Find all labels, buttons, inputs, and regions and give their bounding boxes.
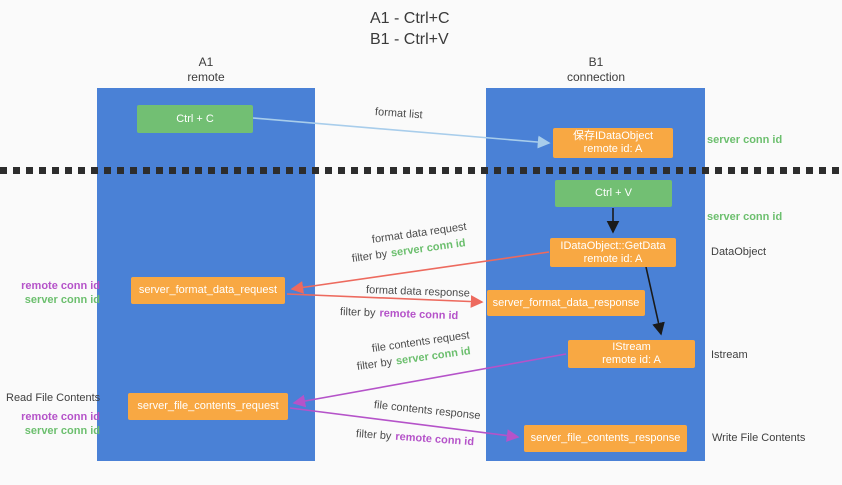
label-read-file-contents: Read File Contents — [6, 392, 101, 404]
arrow-file-contents-request — [292, 353, 567, 408]
node-getdata-line1: IDataObject::GetData — [560, 239, 666, 252]
column-b1-id: B1 — [588, 55, 604, 69]
title-line-b1: B1 - Ctrl+V — [370, 31, 449, 48]
label-server-conn-id-left2: server conn id — [24, 425, 100, 437]
node-ctrl-v-label: Ctrl + V — [595, 187, 632, 199]
node-format-response-label: server_format_data_response — [492, 296, 640, 309]
column-b1-name: connection — [566, 70, 626, 84]
arrow-file-contents-response — [289, 407, 520, 442]
node-format-request-label: server_format_data_request — [138, 284, 278, 296]
arrow-format-list — [252, 117, 551, 149]
node-getdata-line2: remote id: A — [583, 252, 643, 265]
node-istream-line1: IStream — [612, 341, 651, 353]
node-save-idataobject-line1: 保存IDataObject — [572, 130, 654, 142]
title-line-a1: A1 - Ctrl+C — [370, 10, 450, 27]
column-a1-name: remote — [187, 70, 225, 84]
filter-by-text: filter by — [339, 306, 376, 320]
node-ctrl-c: Ctrl + C — [137, 105, 253, 133]
node-server-file-contents-response: server_file_contents_response — [524, 425, 687, 452]
node-istream-line2: remote id: A — [602, 354, 661, 366]
diagram-title: A1 - Ctrl+C B1 - Ctrl+V — [370, 8, 450, 50]
label-remote-conn-id-left1: remote conn id — [21, 280, 100, 292]
label-server-conn-id-left1: server conn id — [24, 294, 100, 306]
node-istream: IStream remote id: A — [568, 340, 695, 368]
label-write-file-contents: Write File Contents — [712, 432, 806, 444]
section-divider — [0, 167, 842, 174]
arrow-format-data-response — [286, 293, 484, 308]
column-a1-id: A1 — [198, 55, 214, 69]
node-server-format-data-request: server_format_data_request — [131, 277, 285, 304]
conn-id-block-file: remote conn id server conn id — [0, 410, 100, 438]
label-server-conn-id-mid: server conn id — [707, 211, 783, 223]
node-ctrl-v: Ctrl + V — [555, 180, 672, 207]
arrow-format-data-request — [290, 251, 550, 294]
arrow-getdata-to-istream — [645, 266, 665, 336]
node-save-idataobject: 保存IDataObject remote id: A — [553, 128, 673, 158]
node-idataobject-getdata: IDataObject::GetData remote id: A — [550, 238, 676, 267]
conn-id-block-format: remote conn id server conn id — [0, 279, 100, 307]
label-istream: Istream — [711, 349, 748, 361]
filter-by-text: filter by — [355, 428, 392, 443]
label-remote-conn-id-left2: remote conn id — [21, 411, 100, 423]
label-server-conn-id-top: server conn id — [707, 134, 783, 146]
column-header-a1: A1 remote — [136, 55, 276, 85]
node-file-response-label: server_file_contents_response — [530, 432, 681, 444]
column-header-b1: B1 connection — [526, 55, 666, 85]
node-ctrl-c-label: Ctrl + C — [176, 112, 214, 125]
label-dataobject: DataObject — [711, 246, 767, 258]
node-server-file-contents-request: server_file_contents_request — [128, 393, 288, 420]
node-server-format-data-response: server_format_data_response — [487, 290, 645, 316]
node-save-idataobject-line2: remote id: A — [583, 143, 643, 155]
node-file-request-label: server_file_contents_request — [137, 400, 279, 412]
